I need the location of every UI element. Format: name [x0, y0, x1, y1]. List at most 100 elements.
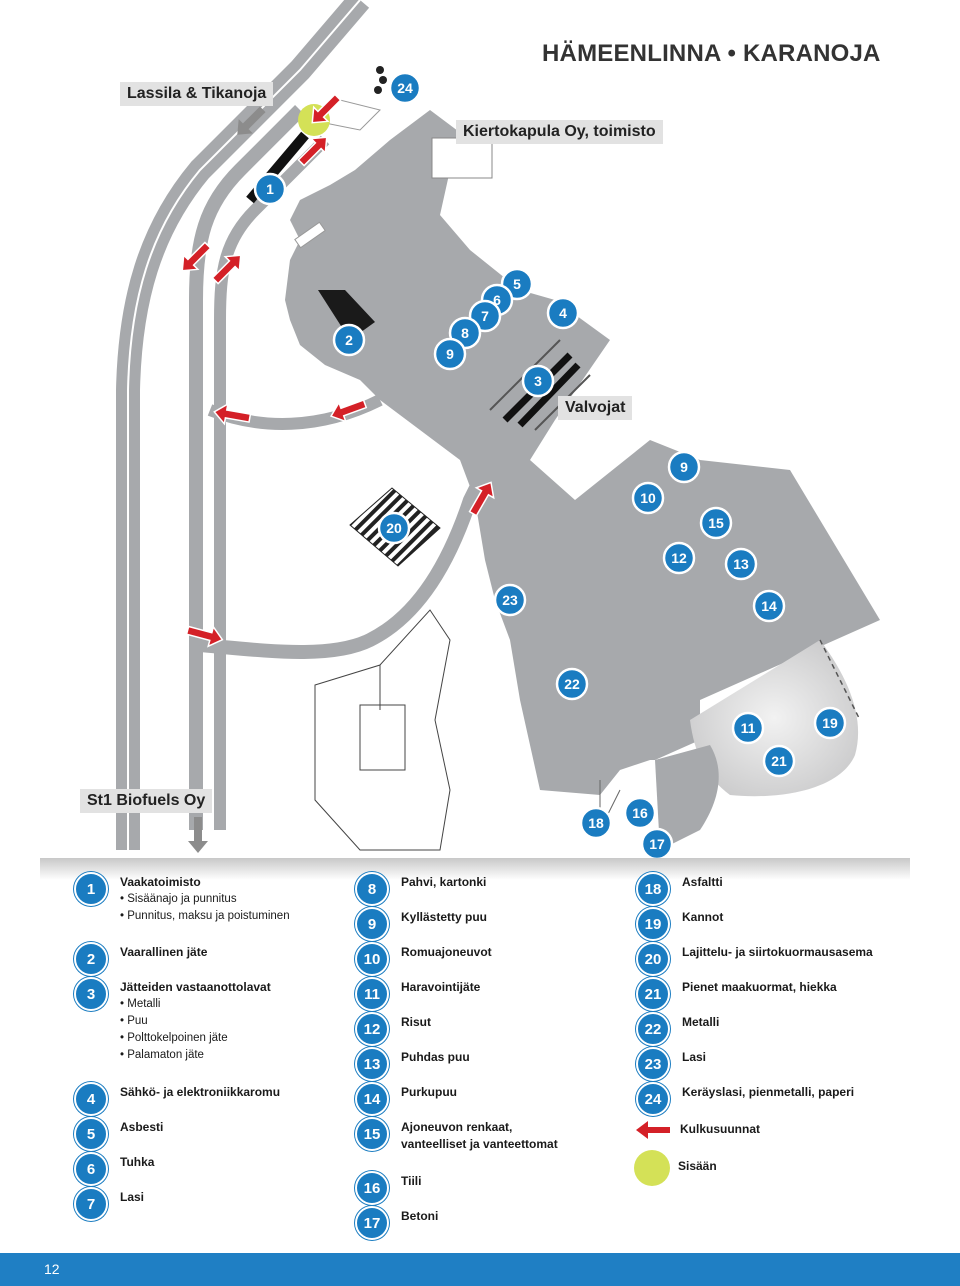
legend-label: Asbesti: [120, 1120, 164, 1134]
map-marker-2: 2: [332, 323, 366, 357]
map-marker-12: 12: [662, 541, 696, 575]
svg-text:10: 10: [640, 490, 656, 506]
map-marker-3: 3: [521, 364, 555, 398]
marker-badge: 6: [74, 1152, 108, 1186]
marker-badge: 20: [636, 942, 670, 976]
svg-text:4: 4: [559, 305, 567, 321]
legend-label: Tuhka: [120, 1155, 155, 1169]
map-marker-1: 1: [253, 172, 287, 206]
legend-label: Risut: [401, 1015, 431, 1029]
legend-label: Sisään: [678, 1159, 717, 1173]
legend-item-15: 15 Ajoneuvon renkaat,vanteelliset ja van…: [355, 1117, 558, 1153]
legend-item-10: 10 Romuajoneuvot: [355, 942, 492, 976]
legend-label: Lasi: [682, 1050, 707, 1064]
legend-item-14: 14 Purkupuu: [355, 1082, 457, 1116]
map-marker-24: 24: [388, 71, 422, 105]
legend-label: Vaarallinen jäte: [120, 945, 208, 959]
marker-badge: 11: [355, 977, 389, 1011]
marker-badge: 14: [355, 1082, 389, 1116]
map-marker-21: 21: [762, 744, 796, 778]
svg-text:9: 9: [446, 346, 454, 362]
map-marker-20: 20: [377, 511, 411, 545]
svg-text:15: 15: [708, 515, 724, 531]
legend-label: Betoni: [401, 1209, 439, 1223]
legend-item-2: 2 Vaarallinen jäte: [74, 942, 207, 976]
svg-text:14: 14: [761, 598, 777, 614]
map-marker-10: 10: [631, 481, 665, 515]
svg-text:16: 16: [632, 805, 648, 821]
direction-arrow-icon: [636, 1121, 670, 1139]
legend-sub: Puu: [120, 1013, 271, 1030]
entry-circle-icon: [634, 1150, 670, 1186]
legend-divider: [40, 858, 910, 880]
footer-bar: 12: [0, 1253, 960, 1286]
legend-item-21: 21 Pienet maakuormat, hiekka: [636, 977, 837, 1011]
legend-label: Kyllästetty puu: [401, 910, 488, 924]
map-marker-18: 18: [579, 806, 613, 840]
svg-text:11: 11: [741, 720, 756, 736]
page-number: 12: [44, 1261, 60, 1277]
legend-label: Ajoneuvon renkaat,: [401, 1120, 513, 1134]
svg-text:5: 5: [513, 276, 521, 292]
legend-item-7: 7 Lasi: [74, 1187, 144, 1221]
legend-label: Purkupuu: [401, 1085, 457, 1099]
legend-item-17: 17 Betoni: [355, 1206, 438, 1240]
legend-item-9: 9 Kyllästetty puu: [355, 907, 487, 941]
legend-item-11: 11 Haravointijäte: [355, 977, 480, 1011]
svg-text:12: 12: [671, 550, 687, 566]
loop-road: [189, 105, 305, 830]
map-marker-19: 19: [813, 706, 847, 740]
marker-badge: 13: [355, 1047, 389, 1081]
map-marker-14: 14: [752, 589, 786, 623]
marker-badge: 21: [636, 977, 670, 1011]
marker-badge: 5: [74, 1117, 108, 1151]
legend-sub: Punnitus, maksu ja poistuminen: [120, 908, 289, 925]
legend-sub: Polttokelpoinen jäte: [120, 1030, 271, 1047]
svg-text:18: 18: [588, 815, 604, 831]
marker-badge: 24: [636, 1082, 670, 1116]
svg-text:8: 8: [461, 325, 469, 341]
legend-item-3: 3 Jätteiden vastaanottolavat MetalliPuuP…: [74, 977, 271, 1064]
legend-label: Jätteiden vastaanottolavat: [120, 980, 271, 994]
map-marker-15: 15: [699, 506, 733, 540]
marker-badge: 7: [74, 1187, 108, 1221]
map-marker-11: 11: [731, 711, 765, 745]
label-valvojat: Valvojat: [558, 396, 633, 420]
legend-label: Romuajoneuvot: [401, 945, 492, 959]
marker-badge: 17: [355, 1206, 389, 1240]
marker-badge: 22: [636, 1012, 670, 1046]
svg-text:19: 19: [822, 715, 838, 731]
legend-item-24: 24 Keräyslasi, pienmetalli, paperi: [636, 1082, 854, 1116]
svg-text:24: 24: [397, 80, 413, 96]
svg-text:17: 17: [649, 836, 665, 852]
legend-label: Tiili: [401, 1174, 422, 1188]
svg-text:13: 13: [733, 556, 749, 572]
svg-text:22: 22: [564, 676, 580, 692]
map-marker-23: 23: [493, 583, 527, 617]
marker-badge: 23: [636, 1047, 670, 1081]
marker-badge: 15: [355, 1117, 389, 1151]
legend-item-19: 19 Kannot: [636, 907, 723, 941]
label-st1: St1 Biofuels Oy: [80, 789, 213, 813]
marker-badge: 19: [636, 907, 670, 941]
label-kiertokapula: Kiertokapula Oy, toimisto: [456, 120, 663, 144]
map-marker-9: 9: [667, 450, 701, 484]
legend-item-22: 22 Metalli: [636, 1012, 719, 1046]
marker-badge: 2: [74, 942, 108, 976]
svg-text:3: 3: [534, 373, 542, 389]
map-marker-17: 17: [640, 827, 674, 860]
legend-item-23: 23 Lasi: [636, 1047, 706, 1081]
svg-text:7: 7: [481, 308, 489, 324]
marker-badge: 4: [74, 1082, 108, 1116]
legend-item-6: 6 Tuhka: [74, 1152, 154, 1186]
marker-badge: 12: [355, 1012, 389, 1046]
svg-text:21: 21: [771, 753, 787, 769]
map-marker-13: 13: [724, 547, 758, 581]
map-marker-9: 9: [433, 337, 467, 371]
legend-label: Keräyslasi, pienmetalli, paperi: [682, 1085, 855, 1099]
legend-label: Kannot: [682, 910, 724, 924]
svg-text:9: 9: [680, 459, 688, 475]
legend-item-entry: Sisään: [634, 1150, 717, 1186]
legend-label: Haravointijäte: [401, 980, 481, 994]
